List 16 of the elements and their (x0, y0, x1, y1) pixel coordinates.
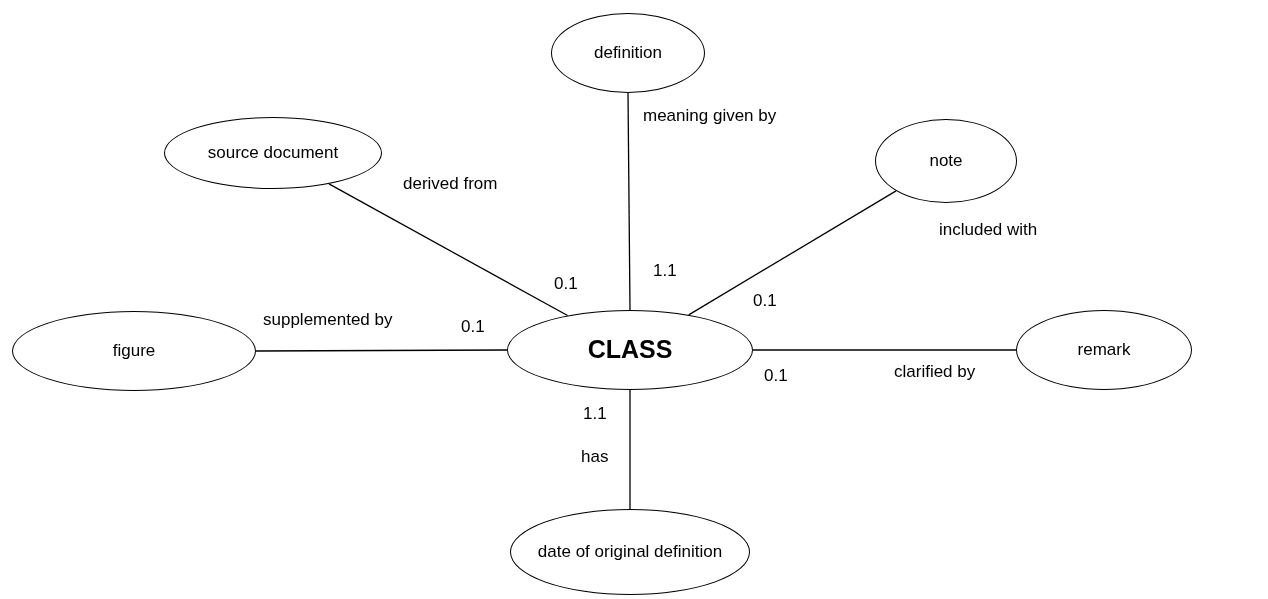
relationship-label: supplemented by (262, 310, 394, 331)
entity-name: remark (1077, 338, 1131, 361)
connector-line (629, 389, 631, 510)
connector-line (688, 190, 897, 316)
entity-name: date of original definition (537, 540, 723, 563)
connector-line (752, 349, 1017, 351)
entity-name: CLASS (587, 334, 673, 366)
relationship-label: meaning given by (642, 106, 778, 127)
entity-name: figure (112, 339, 156, 362)
entity-name: note (929, 149, 963, 172)
connector-line (255, 349, 508, 352)
entity-name: definition (593, 41, 663, 64)
connector-line (328, 183, 569, 317)
connector-line (627, 92, 631, 311)
entity-name: source document (207, 141, 339, 164)
relationship-label: clarified by (893, 362, 977, 383)
